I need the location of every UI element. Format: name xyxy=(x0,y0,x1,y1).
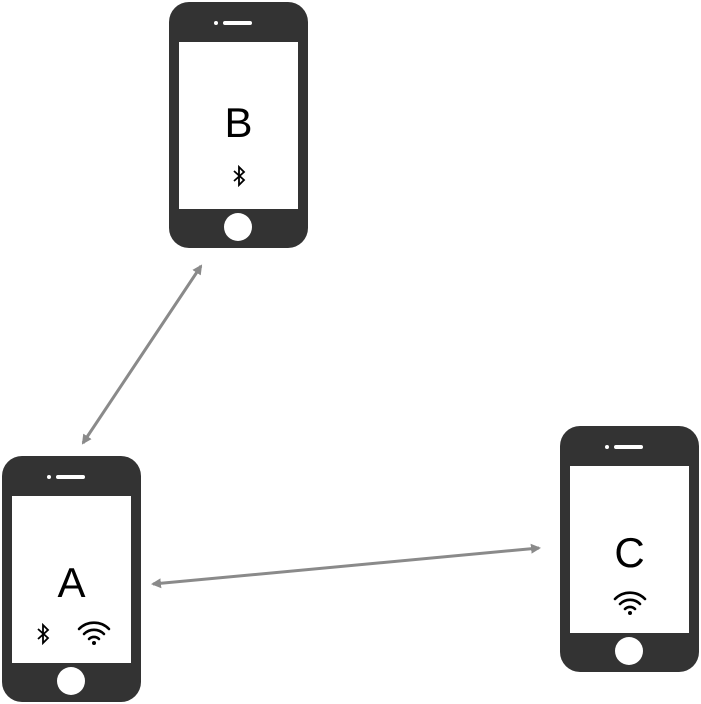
phone-screen: A xyxy=(12,496,131,663)
phone-b: B xyxy=(169,2,308,248)
home-button xyxy=(615,637,643,665)
phone-c: C xyxy=(560,426,699,672)
speaker-slot xyxy=(614,445,643,449)
device-label-b: B xyxy=(224,99,253,146)
phone-screen: C xyxy=(570,466,689,633)
wifi-icon xyxy=(77,621,111,645)
device-label-a: A xyxy=(57,559,86,606)
phone-a: A xyxy=(2,456,141,702)
speaker-slot xyxy=(223,21,252,25)
camera-dot xyxy=(214,21,218,25)
phone-screen: B xyxy=(179,42,298,209)
bluetooth-icon xyxy=(233,165,246,187)
home-button xyxy=(57,667,85,695)
camera-dot xyxy=(47,475,51,479)
arrow-a-c xyxy=(151,543,541,589)
arrow-a-b xyxy=(81,264,203,445)
speaker-slot xyxy=(56,475,85,479)
wifi-icon xyxy=(613,591,647,615)
device-label-c: C xyxy=(614,529,645,576)
bluetooth-icon xyxy=(37,623,50,645)
home-button xyxy=(224,213,252,241)
camera-dot xyxy=(605,445,609,449)
